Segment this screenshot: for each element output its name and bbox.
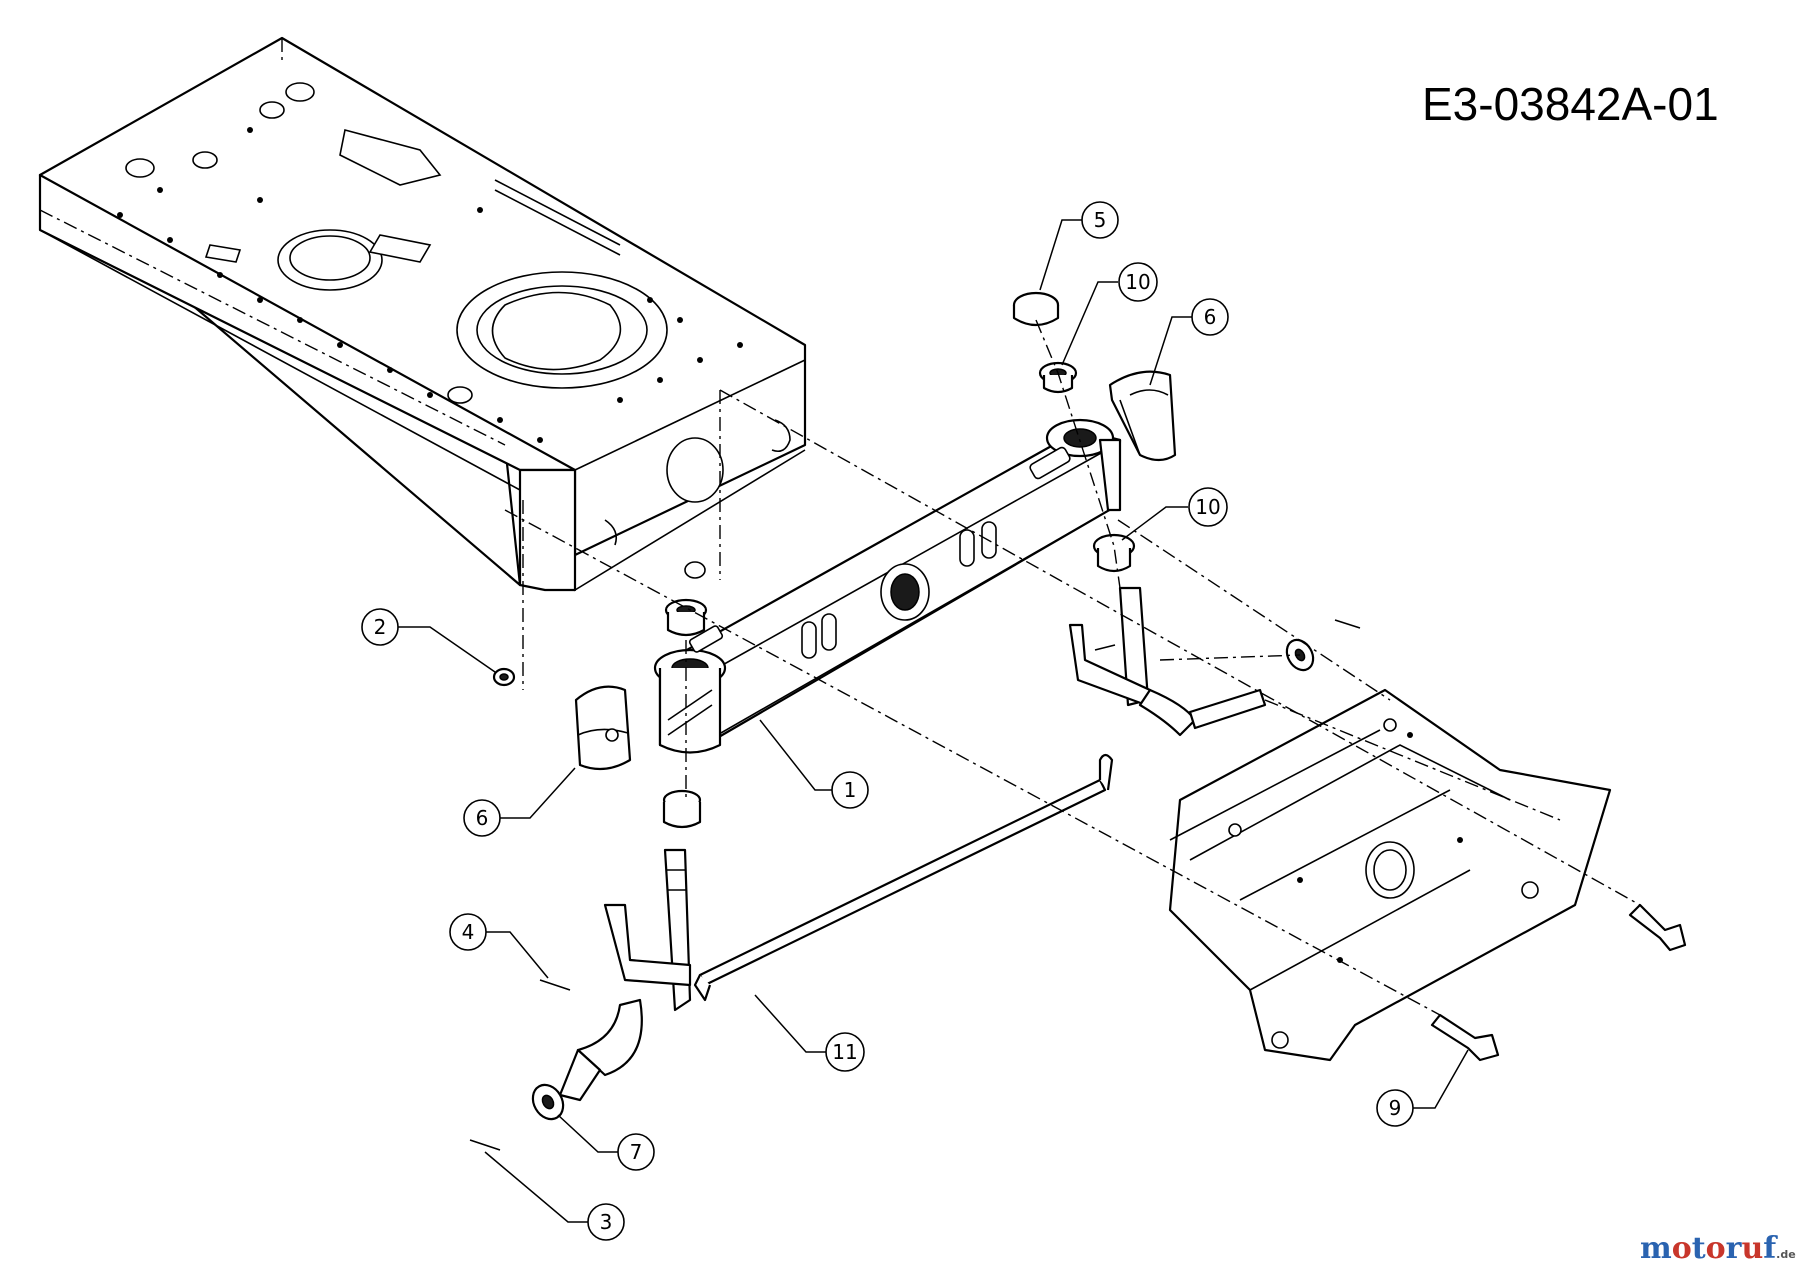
svg-text:1: 1: [844, 778, 857, 802]
nut-2: [492, 667, 516, 687]
svg-text:10: 10: [1125, 270, 1150, 294]
frame-rivets: [117, 127, 743, 443]
svg-text:11: 11: [832, 1040, 857, 1064]
svg-text:4: 4: [462, 920, 475, 944]
svg-text:10: 10: [1195, 495, 1220, 519]
callout-11: 11: [825, 1032, 865, 1072]
motoruf-logo: motoruf.de: [1640, 1231, 1796, 1266]
spindle-left: [558, 848, 692, 1102]
sleeve-6-right: [1108, 370, 1177, 462]
callout-4: 4: [449, 913, 487, 951]
svg-text:9: 9: [1389, 1096, 1402, 1120]
callout-5: 5: [1081, 201, 1119, 239]
svg-text:7: 7: [630, 1140, 643, 1164]
drawing-code: E3-03842A-01: [1422, 78, 1719, 130]
cap-5: [1012, 291, 1060, 327]
callout-2: 2: [361, 608, 399, 646]
sleeve-6-left: [574, 685, 632, 771]
bolt-9-upper: [1628, 903, 1687, 952]
front-axle: [653, 418, 1122, 754]
front-bracket: [1168, 688, 1612, 1062]
callout-1: 1: [831, 771, 869, 809]
logo-text: motoruf.de: [1640, 1231, 1796, 1266]
callout-6-right: 6: [1191, 298, 1229, 336]
callout-3: 3: [587, 1203, 625, 1241]
callout-10-upper: 10: [1118, 262, 1158, 302]
svg-text:3: 3: [600, 1210, 613, 1234]
cotter-pin-3: [469, 1139, 501, 1151]
bushing-10-lower: [1092, 533, 1136, 573]
svg-text:2: 2: [374, 615, 387, 639]
cotter-pin-4: [539, 979, 571, 991]
spindle-right: [1068, 586, 1267, 737]
callout-10-lower: 10: [1188, 487, 1228, 527]
callout-6-left: 6: [463, 799, 501, 837]
svg-text:5: 5: [1094, 208, 1107, 232]
callout-9: 9: [1376, 1089, 1414, 1127]
washer-7: [531, 1083, 565, 1121]
tie-rod-11: [693, 753, 1114, 1002]
svg-text:6: 6: [476, 806, 489, 830]
svg-text:6: 6: [1204, 305, 1217, 329]
assembly-lines: [39, 38, 1641, 1016]
bushing-left-bottom: [662, 789, 702, 829]
cotter-pin-right: [1094, 619, 1361, 651]
bolt-9-lower: [1430, 1013, 1500, 1062]
bushing-10-upper: [1038, 361, 1078, 394]
callouts: 1 2 3 4 5 6: [361, 201, 1469, 1241]
chassis-frame: [38, 36, 807, 592]
bushing-left-top: [664, 598, 708, 637]
callout-7: 7: [617, 1133, 655, 1171]
